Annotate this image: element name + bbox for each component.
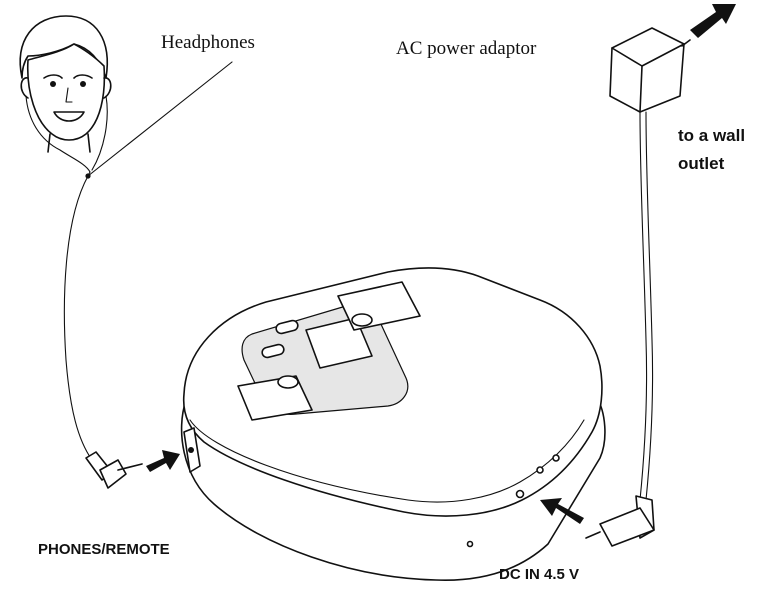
cd-player-icon [180, 267, 606, 581]
insert-arrow-icon [540, 498, 584, 524]
ac-adaptor-icon [609, 27, 691, 501]
dc-in-label: DC IN 4.5 V [499, 566, 580, 583]
headphone-cord [63, 175, 93, 461]
wall-outlet-line-1: to a wall [678, 126, 746, 145]
ac-adaptor-label: AC power adaptor [396, 38, 537, 59]
insert-arrow-icon [690, 4, 736, 38]
plug-icon [585, 495, 655, 547]
plug-icon [85, 451, 143, 489]
head-with-headphones-icon [19, 15, 112, 179]
insert-arrow-icon [146, 450, 180, 472]
wall-outlet-line-2: outlet [678, 154, 725, 173]
headphones-label: Headphones [161, 32, 255, 53]
phones-remote-label: PHONES/REMOTE [38, 541, 170, 558]
headphones-leader-line [87, 61, 233, 177]
wall-outlet-label: to a wall outlet [678, 122, 745, 178]
